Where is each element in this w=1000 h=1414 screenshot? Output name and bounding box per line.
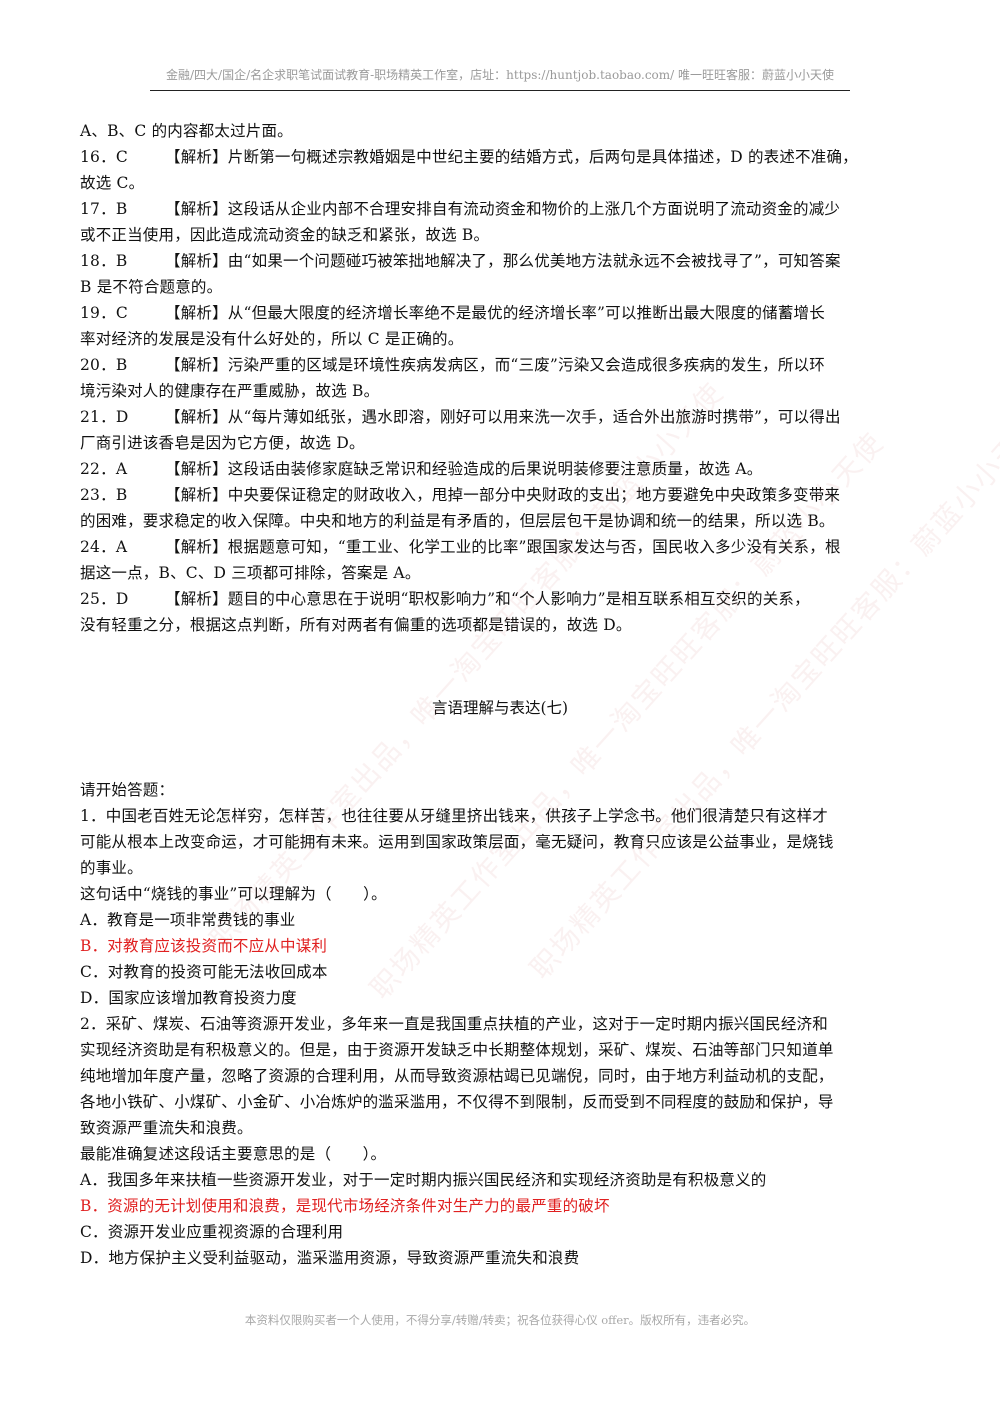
answer-text: 【解析】这段话由装修家庭缺乏常识和经验造成的后果说明装修要注意质量，故选 A。 (165, 460, 763, 478)
option-c: C．资源开发业应重视资源的合理利用 (80, 1223, 344, 1241)
answer-text-cont: 据这一点，B、C、D 三项都可排除，答案是 A。 (80, 564, 421, 582)
answer-number: 23．B (80, 486, 128, 504)
question-prompt: 这句话中“烧钱的事业”可以理解为（ ）。 (80, 885, 387, 903)
question-prompt: 最能准确复述这段话主要意思的是（ ）。 (80, 1145, 387, 1163)
answers-intro: A、B、C 的内容都太过片面。 (80, 122, 293, 140)
answer-explanations: A、B、C 的内容都太过片面。 16．C 【解析】片断第一句概述宗教婚姻是中世纪主… (80, 118, 925, 638)
answer-24: 24．A 【解析】根据题意可知，“重工业、化学工业的比率”跟国家发达与否，国民收入… (80, 534, 925, 586)
page-header: 金融/四大/国企/名企求职笔试面试教育-职场精英工作室，店址：https://h… (165, 68, 835, 82)
option-a: A．教育是一项非常费钱的事业 (80, 911, 296, 929)
start-prompt: 请开始答题： (80, 781, 175, 799)
answer-23: 23．B 【解析】中央要保证稳定的财政收入，甩掉一部分中央财政的支出；地方要避免中… (80, 482, 925, 534)
answer-text-cont: 没有轻重之分，根据这点判断，所有对两者有偏重的选项都是错误的，故选 D。 (80, 616, 632, 634)
answer-number: 18．B (80, 252, 128, 270)
answer-text-cont: 率对经济的发展是没有什么好处的，所以 C 是正确的。 (80, 330, 464, 348)
answer-text: 【解析】由“如果一个问题碰巧被笨拙地解决了，那么优美地方法就永远不会被找寻了”，… (165, 252, 841, 270)
answer-number: 19．C (80, 304, 128, 322)
question-stem: 实现经济资助是有积极意义的。但是，由于资源开发缺乏中长期整体规划，采矿、煤炭、石… (80, 1041, 834, 1059)
question-stem: 2．采矿、煤炭、石油等资源开发业，多年来一直是我国重点扶植的产业，这对于一定时期… (80, 1015, 828, 1033)
option-c: C．对教育的投资可能无法收回成本 (80, 963, 328, 981)
answer-text: 【解析】从“每片薄如纸张，遇水即溶，刚好可以用来洗一次手，适合外出旅游时携带”，… (165, 408, 841, 426)
answer-text: 【解析】根据题意可知，“重工业、化学工业的比率”跟国家发达与否，国民收入多少没有… (165, 538, 841, 556)
section-title: 言语理解与表达(七) (431, 699, 569, 717)
question-stem: 可能从根本上改变命运，才可能拥有未来。运用到国家政策层面，毫无疑问，教育只应该是… (80, 833, 834, 851)
answer-text: 【解析】中央要保证稳定的财政收入，甩掉一部分中央财政的支出；地方要避免中央政策多… (165, 486, 841, 504)
question-stem: 致资源严重流失和浪费。 (80, 1119, 253, 1137)
option-b-correct: B．资源的无计划使用和浪费，是现代市场经济条件对生产力的最严重的破坏 (80, 1197, 610, 1215)
answer-16: 16．C 【解析】片断第一句概述宗教婚姻是中世纪主要的结婚方式，后两句是具体描述，… (80, 144, 925, 196)
answer-20: 20．B 【解析】污染严重的区域是环境性疾病发病区，而“三废”污染又会造成很多疾病… (80, 352, 925, 404)
answer-number: 16．C (80, 148, 128, 166)
answer-25: 25．D 【解析】题目的中心意思在于说明“职权影响力”和“个人影响力”是相互联系相… (80, 586, 925, 638)
answer-number: 17．B (80, 200, 128, 218)
answer-17: 17．B 【解析】这段话从企业内部不合理安排自有流动资金和物价的上涨几个方面说明了… (80, 196, 925, 248)
option-b-correct: B．对教育应该投资而不应从中谋利 (80, 937, 328, 955)
answer-text-cont: 故选 C。 (80, 174, 145, 192)
question-1: 1．中国老百姓无论怎样穷，怎样苦，也往往要从牙缝里挤出钱来，供孩子上学念书。他们… (80, 803, 925, 1011)
answer-21: 21．D 【解析】从“每片薄如纸张，遇水即溶，刚好可以用来洗一次手，适合外出旅游时… (80, 404, 925, 456)
answer-text: 【解析】题目的中心意思在于说明“职权影响力”和“个人影响力”是相互联系相互交织的… (165, 590, 810, 608)
answer-number: 20．B (80, 356, 128, 374)
answer-text: 【解析】片断第一句概述宗教婚姻是中世纪主要的结婚方式，后两句是具体描述，D 的表… (165, 148, 858, 166)
answer-number: 25．D (80, 590, 129, 608)
question-2: 2．采矿、煤炭、石油等资源开发业，多年来一直是我国重点扶植的产业，这对于一定时期… (80, 1011, 925, 1271)
answer-text-cont: 的困难，要求稳定的收入保障。中央和地方的利益是有矛盾的，但层层包干是协调和统一的… (80, 512, 835, 530)
option-a: A．我国多年来扶植一些资源开发业，对于一定时期内振兴国民经济和实现经济资助是有积… (80, 1171, 767, 1189)
question-stem: 纯地增加年度产量，忽略了资源的合理利用，从而导致资源枯竭已见端倪，同时，由于地方… (80, 1067, 834, 1085)
question-stem: 1．中国老百姓无论怎样穷，怎样苦，也往往要从牙缝里挤出钱来，供孩子上学念书。他们… (80, 807, 828, 825)
answer-text-cont: 境污染对人的健康存在严重威胁，故选 B。 (80, 382, 380, 400)
answer-text-cont: 或不正当使用，因此造成流动资金的缺乏和紧张，故选 B。 (80, 226, 490, 244)
question-stem: 各地小铁矿、小煤矿、小金矿、小冶炼炉的滥采滥用，不仅得不到限制，反而受到不同程度… (80, 1093, 834, 1111)
answer-number: 24．A (80, 538, 128, 556)
answer-number: 21．D (80, 408, 129, 426)
answer-22: 22．A 【解析】这段话由装修家庭缺乏常识和经验造成的后果说明装修要注意质量，故选… (80, 456, 925, 482)
answer-text: 【解析】从“但最大限度的经济增长率绝不是最优的经济增长率”可以推断出最大限度的储… (165, 304, 825, 322)
answer-text: 【解析】污染严重的区域是环境性疾病发病区，而“三废”污染又会造成很多疾病的发生，… (165, 356, 825, 374)
answer-19: 19．C 【解析】从“但最大限度的经济增长率绝不是最优的经济增长率”可以推断出最大… (80, 300, 925, 352)
answer-18: 18．B 【解析】由“如果一个问题碰巧被笨拙地解决了，那么优美地方法就永远不会被找… (80, 248, 925, 300)
questions-section: 请开始答题： 1．中国老百姓无论怎样穷，怎样苦，也往往要从牙缝里挤出钱来，供孩子… (80, 777, 925, 1271)
answer-text-cont: B 是不符合题意的。 (80, 278, 223, 296)
answer-number: 22．A (80, 460, 128, 478)
answer-text-cont: 厂商引进该香皂是因为它方便，故选 D。 (80, 434, 365, 452)
option-d: D．地方保护主义受利益驱动，滥采滥用资源，导致资源严重流失和浪费 (80, 1249, 580, 1267)
answer-text: 【解析】这段话从企业内部不合理安排自有流动资金和物价的上涨几个方面说明了流动资金… (165, 200, 841, 218)
option-d: D．国家应该增加教育投资力度 (80, 989, 297, 1007)
header-divider (150, 90, 850, 91)
question-stem: 的事业。 (80, 859, 143, 877)
page-footer: 本资料仅限购买者一个人使用，不得分享/转赠/转卖；祝各位获得心仪 offer。版… (244, 1313, 756, 1327)
